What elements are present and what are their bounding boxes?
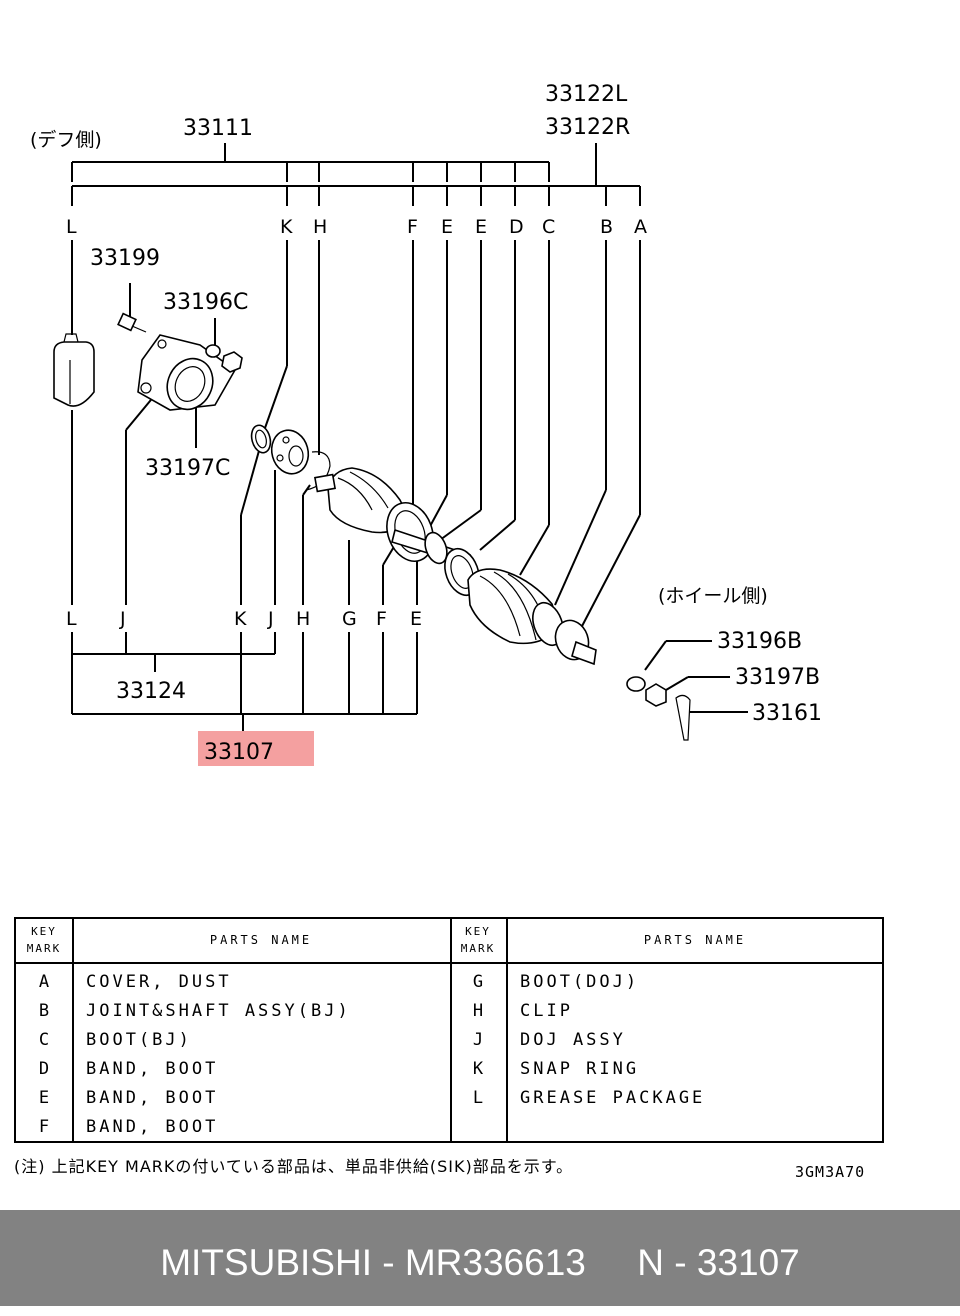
part-number-33196c: 33196C: [163, 290, 248, 315]
bottom-key: J: [267, 608, 274, 630]
nut-33197c-part: [221, 351, 243, 373]
bottom-key: G: [342, 608, 357, 630]
bottom-key: L: [66, 608, 77, 630]
table-row: K SNAP RING: [472, 1059, 640, 1079]
bottom-key-letters: L J K J H G F E: [66, 608, 422, 630]
top-key: E: [475, 216, 487, 238]
table-row: A COVER, DUST: [38, 972, 232, 992]
top-key: C: [542, 216, 555, 238]
part-number-33197b: 33197B: [735, 665, 820, 690]
washer-33196b-part: [626, 676, 646, 692]
wheel-side-label: (ホイール側): [658, 585, 768, 607]
top-key: F: [407, 216, 418, 238]
bottom-key: H: [296, 608, 310, 630]
table-row: J DOJ ASSY: [472, 1030, 626, 1050]
nut-33197b-part: [645, 683, 667, 707]
part-number-33199: 33199: [90, 246, 160, 271]
parts-name-header: PARTS NAME: [643, 933, 747, 947]
table-divider: [450, 919, 452, 1141]
table-row: F BAND, BOOT: [38, 1117, 219, 1137]
part-number-33196b: 33196B: [717, 629, 802, 654]
table-row: H CLIP: [472, 1001, 573, 1021]
table-header-divider: [16, 962, 882, 964]
table-row: D BAND, BOOT: [38, 1059, 219, 1079]
part-number-33197c: 33197C: [145, 456, 230, 481]
top-key: L: [66, 216, 77, 238]
bottom-key: E: [410, 608, 422, 630]
cotter-pin-33161-part: [675, 694, 691, 741]
leader-lines: [71, 240, 748, 713]
bottom-key: F: [376, 608, 387, 630]
table-row: B JOINT&SHAFT ASSY(BJ): [38, 1001, 351, 1021]
bottom-key: J: [119, 608, 126, 630]
table-divider: [72, 919, 74, 1141]
washer-33196c-part: [205, 344, 221, 358]
parts-name-header: PARTS NAME: [209, 933, 313, 947]
highlight-33107: [198, 731, 314, 766]
top-key: K: [280, 216, 293, 238]
part-number-33107: 33107: [204, 740, 274, 765]
bottom-key: K: [234, 608, 247, 630]
table-row: G BOOT(DOJ): [472, 972, 640, 992]
bottom-bracket: [71, 632, 418, 731]
top-key: A: [634, 216, 647, 238]
doj-inner-race-part: [270, 429, 310, 475]
key-mark-header: KEY MARK: [26, 925, 62, 955]
top-key: E: [441, 216, 453, 238]
exploded-parts-diagram: (デフ側) (ホイール側) 33111 33122L 33122R 33199 …: [30, 82, 822, 766]
table-row: L GREASE PACKAGE: [472, 1088, 706, 1108]
table-divider: [506, 919, 508, 1141]
key-mark-header: KEY MARK: [460, 925, 496, 955]
bolt-part: [117, 312, 147, 333]
doj-housing-part: [137, 334, 237, 411]
top-key: D: [509, 216, 524, 238]
footnote: (注) 上記KEY MARKの付いている部品は、単品非供給(SIK)部品を示す。: [14, 1157, 574, 1176]
top-key-letters: L K H F E E D C B A: [66, 216, 647, 238]
footer-title: MITSUBISHI - MR336613 N - 33107: [160, 1242, 800, 1283]
parts-table: KEY MARK PARTS NAME KEY MARK PARTS NAME …: [14, 917, 884, 1143]
part-number-33122r: 33122R: [545, 115, 630, 140]
snap-ring-part: [250, 424, 272, 454]
bj-joint-part: [532, 601, 597, 666]
footer-bar: MITSUBISHI - MR336613 N - 33107: [0, 1210, 960, 1306]
top-key: H: [313, 216, 327, 238]
part-number-33124: 33124: [116, 679, 186, 704]
drawing-code: 3GM3A70: [795, 1163, 866, 1181]
top-key: B: [600, 216, 613, 238]
part-number-33122l: 33122L: [545, 82, 628, 107]
table-row: C BOOT(BJ): [38, 1030, 192, 1050]
part-number-33161: 33161: [752, 701, 822, 726]
part-number-33111: 33111: [183, 116, 253, 141]
top-bracket: [71, 143, 641, 206]
diff-side-label: (デフ側): [30, 129, 102, 151]
table-row: E BAND, BOOT: [38, 1088, 219, 1108]
grease-package-part: [53, 333, 95, 407]
